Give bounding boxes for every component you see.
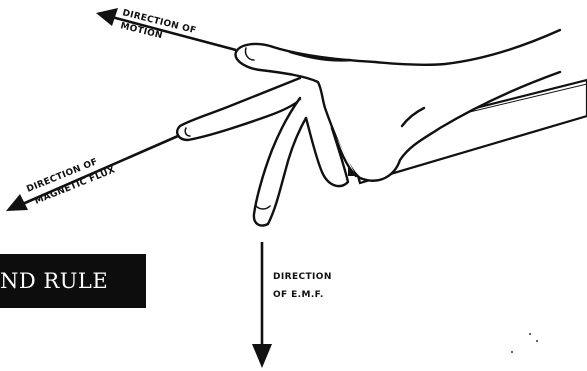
arrow-flux <box>6 134 179 211</box>
emf-label: DIRECTION OF E.M.F. <box>273 268 332 304</box>
emf-label-line2: OF E.M.F. <box>273 290 324 300</box>
arrow-motion <box>96 8 237 52</box>
emf-label-line1: DIRECTION <box>273 272 332 282</box>
arrow-emf <box>252 242 272 368</box>
rule-banner-text: ND RULE <box>0 269 109 293</box>
hand-icon <box>176 28 562 227</box>
rule-banner: ND RULE <box>0 254 146 308</box>
